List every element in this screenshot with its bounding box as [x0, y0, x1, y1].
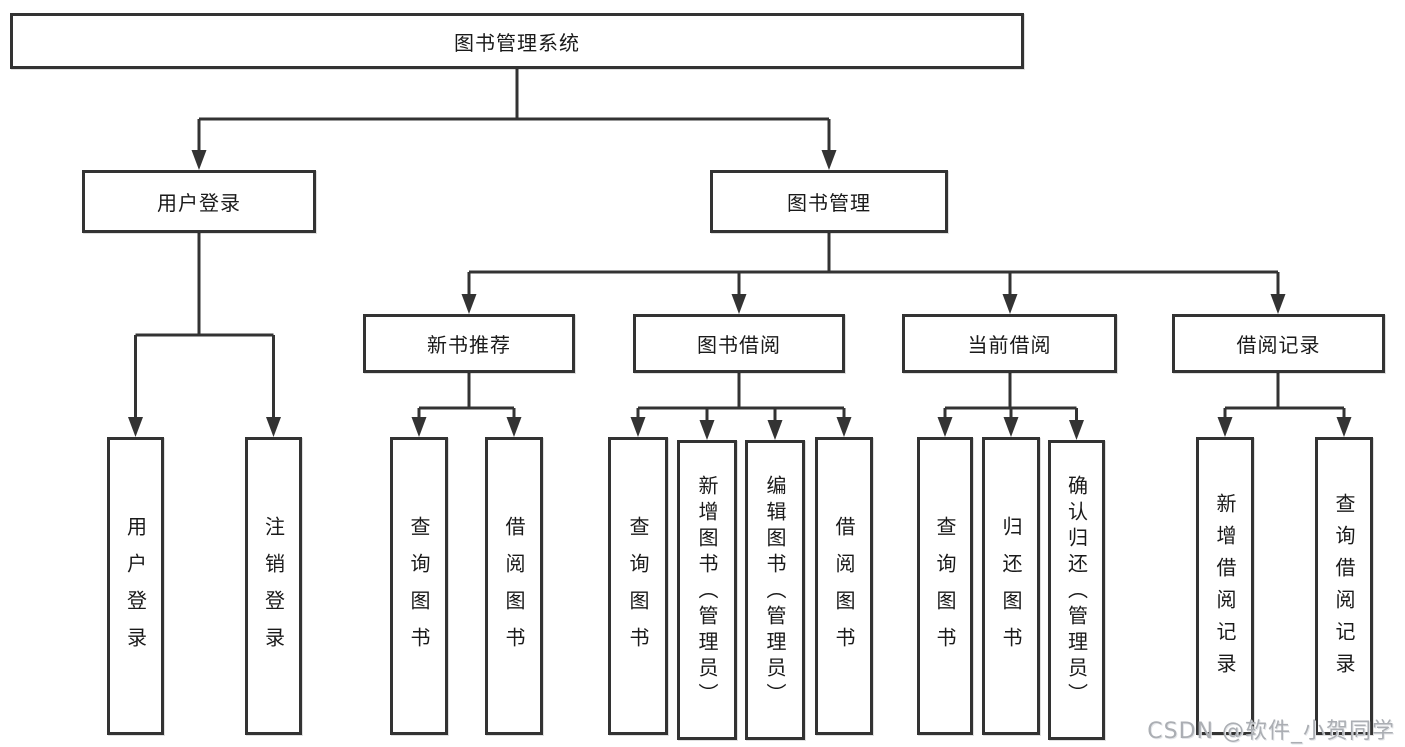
arrowhead: [461, 294, 477, 314]
leaf-confirm-return-admin: 确认归还（管理员）: [1048, 440, 1105, 740]
leaf-return-books: 归还图书: [982, 437, 1040, 735]
arrowhead: [128, 417, 143, 437]
leaf-query-books-current: 查询图书: [917, 437, 973, 735]
node-label: 图书管理系统: [454, 30, 580, 55]
node-label: 图书借阅: [697, 333, 781, 357]
node-label: 用户登录: [123, 516, 148, 664]
arrowhead: [699, 420, 715, 440]
leaf-user-login: 用户登录: [107, 437, 164, 735]
arrowhead: [191, 150, 207, 170]
arrowhead: [1336, 417, 1352, 437]
node-label: 归还图书: [999, 516, 1023, 664]
leaf-query-borrow-record: 查询借阅记录: [1315, 437, 1373, 735]
leaf-logout: 注销登录: [245, 437, 302, 735]
connector-currentborrow-to-leaves: [943, 373, 1078, 428]
connector-userlogin-to-leaves: [134, 233, 275, 425]
node-label: 当前借阅: [967, 333, 1052, 357]
node-borrowing-records: 借阅记录: [1172, 314, 1385, 373]
leaf-borrow-books-borrowing: 借阅图书: [815, 437, 873, 735]
leaf-borrow-books-recommend: 借阅图书: [485, 437, 543, 735]
node-label: 借阅记录: [1236, 333, 1321, 357]
node-label: 查询借阅记录: [1332, 493, 1356, 685]
node-label: 新增图书（管理员）: [695, 474, 719, 709]
node-library-management-system: 图书管理系统: [10, 13, 1024, 69]
leaf-add-borrow-record: 新增借阅记录: [1196, 437, 1254, 735]
node-label: 用户登录: [157, 191, 241, 215]
arrowhead: [731, 294, 747, 314]
node-book-management: 图书管理: [710, 170, 948, 233]
arrowhead: [630, 417, 646, 437]
node-user-login: 用户登录: [82, 170, 316, 233]
node-label: 借阅图书: [502, 516, 526, 664]
arrowhead: [767, 420, 783, 440]
leaf-query-books-borrowing: 查询图书: [608, 437, 668, 735]
arrowhead: [1003, 417, 1019, 437]
arrowhead: [937, 417, 953, 437]
node-label: 编辑图书（管理员）: [763, 474, 787, 709]
leaf-query-books-recommend: 查询图书: [390, 437, 448, 735]
leaf-edit-book-admin: 编辑图书（管理员）: [745, 440, 805, 740]
node-label: 确认归还（管理员）: [1064, 474, 1089, 709]
arrowhead: [266, 417, 281, 437]
csdn-watermark: CSDN @软件_小贺同学: [1147, 719, 1395, 744]
node-label: 查询图书: [626, 516, 650, 664]
arrowhead: [1069, 420, 1084, 440]
arrowhead: [836, 417, 852, 437]
node-book-borrowing: 图书借阅: [633, 314, 845, 373]
node-current-borrowing: 当前借阅: [902, 314, 1117, 373]
connector-bookmgmt-to-level3: [467, 233, 1280, 302]
connector-borrowrecord-to-leaves: [1223, 373, 1346, 425]
node-label: 查询图书: [933, 516, 957, 664]
arrowhead: [1002, 294, 1018, 314]
connector-bookborrow-to-leaves: [636, 373, 846, 428]
node-label: 新增借阅记录: [1213, 493, 1237, 685]
arrowhead: [1270, 294, 1286, 314]
arrowhead: [821, 150, 837, 170]
node-label: 注销登录: [261, 516, 286, 664]
node-label: 查询图书: [407, 516, 431, 664]
node-label: 借阅图书: [832, 516, 856, 664]
connector-root-to-level2: [197, 69, 831, 158]
leaf-add-book-admin: 新增图书（管理员）: [677, 440, 737, 740]
arrowhead: [506, 417, 522, 437]
arrowhead: [1217, 417, 1233, 437]
node-label: 新书推荐: [427, 333, 511, 357]
node-new-book-recommend: 新书推荐: [363, 314, 575, 373]
connector-newbook-to-leaves: [417, 373, 516, 425]
arrowhead: [411, 417, 427, 437]
node-label: 图书管理: [787, 191, 871, 215]
